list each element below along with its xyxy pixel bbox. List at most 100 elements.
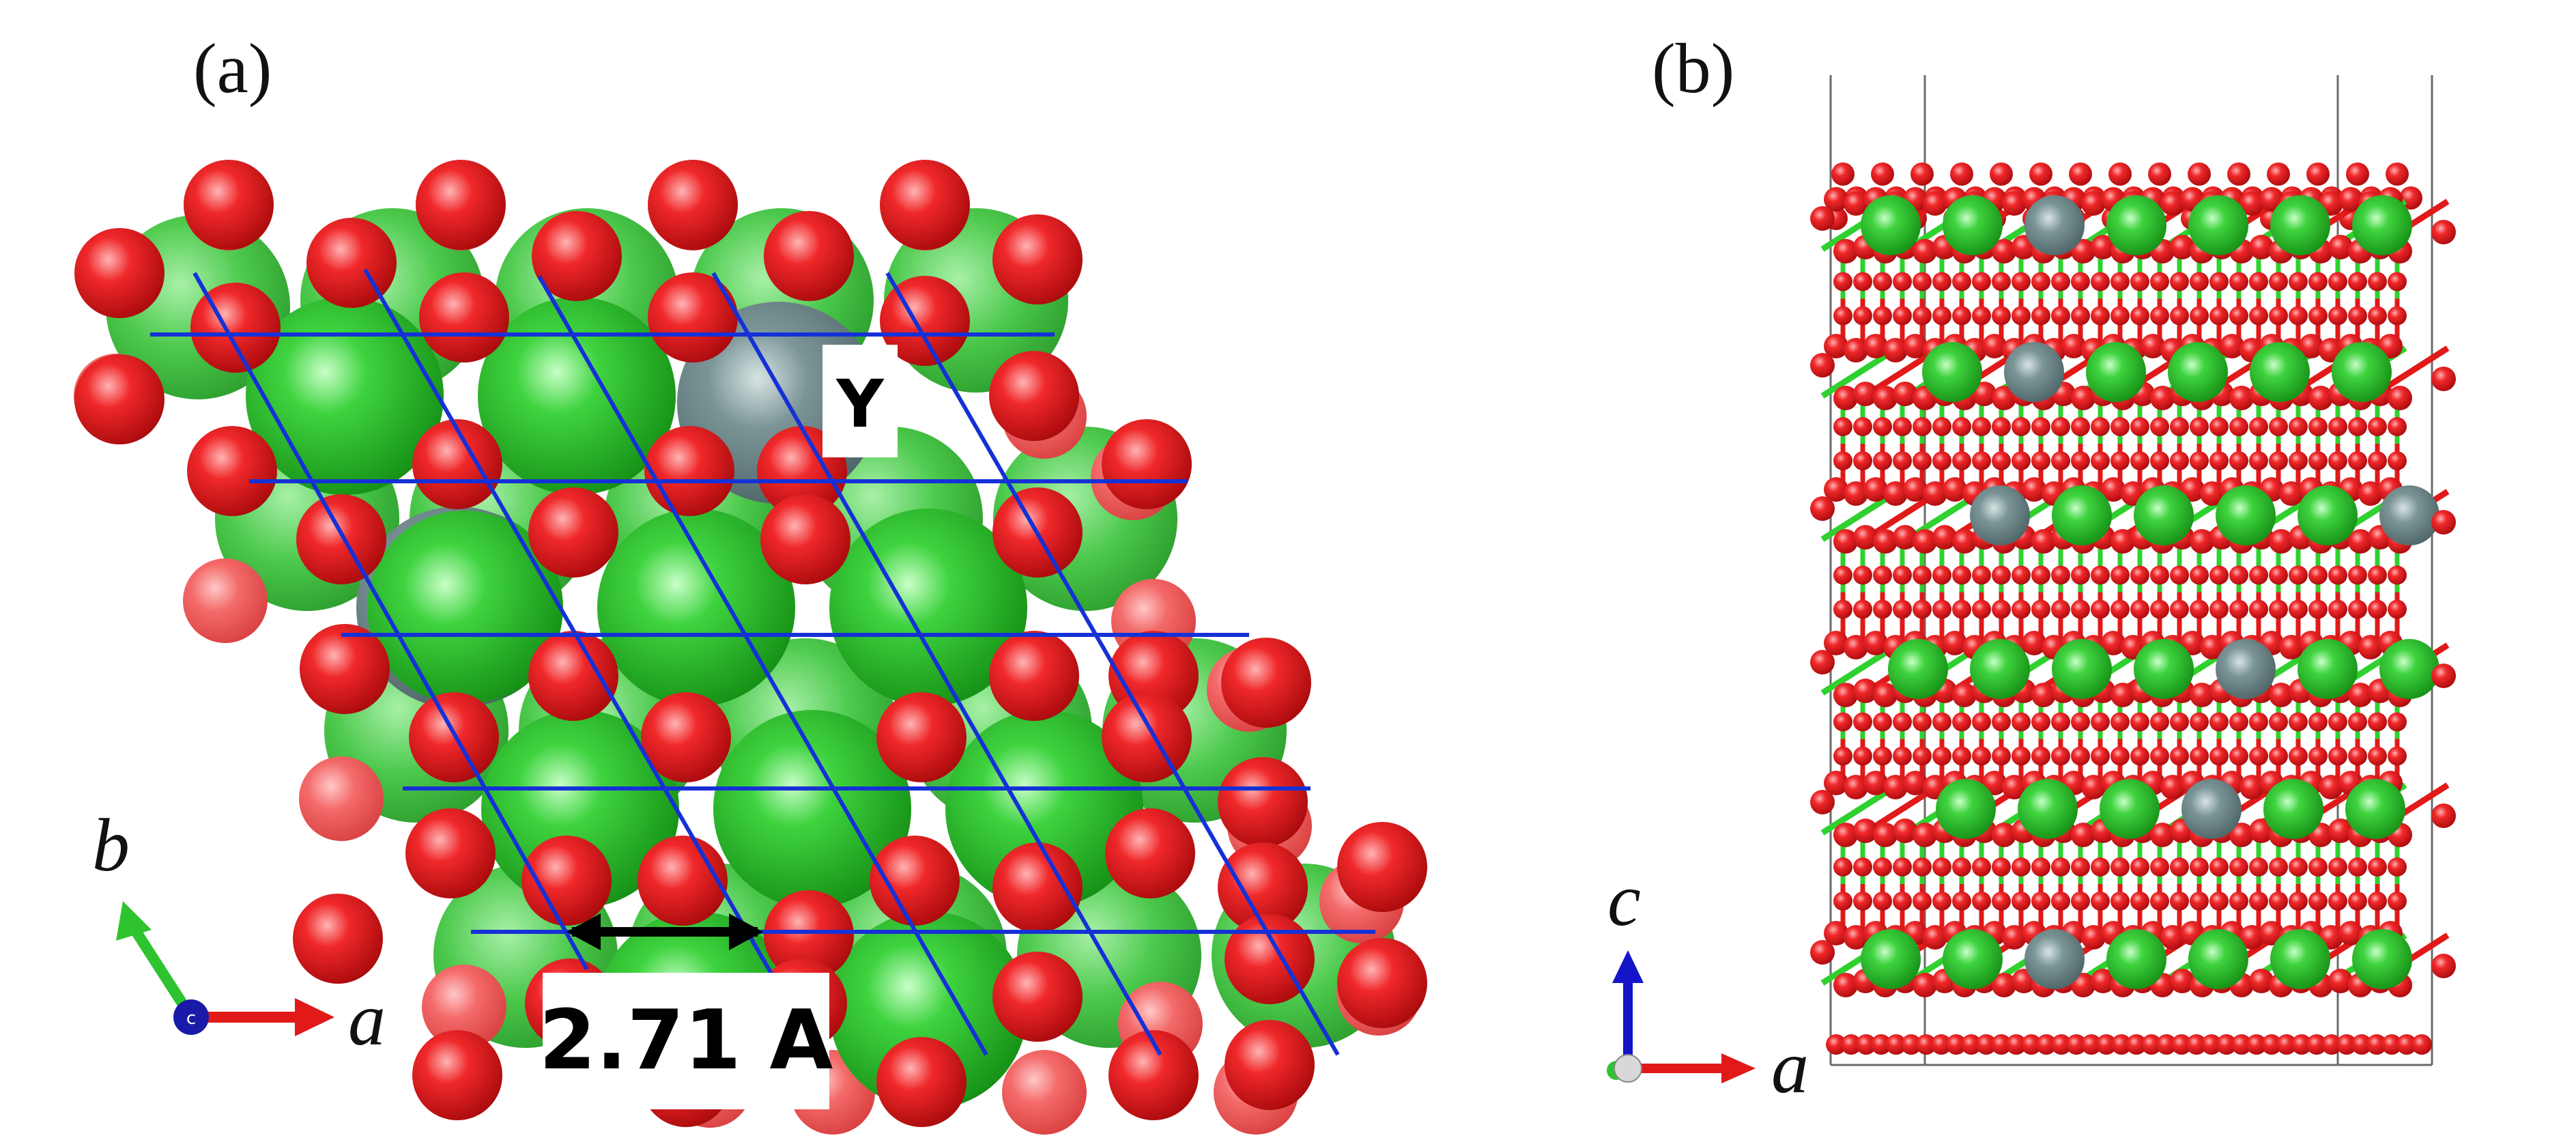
bridging-oxygen-atom — [2368, 451, 2387, 470]
bridging-oxygen-atom — [2170, 451, 2189, 470]
oxygen-atom — [2261, 1034, 2282, 1055]
bridging-oxygen-atom — [2091, 746, 2110, 766]
bridging-oxygen-atom — [1913, 417, 1932, 436]
oxygen-atom — [1824, 477, 1848, 502]
metal-atom — [2345, 779, 2405, 839]
oxygen-atom — [293, 894, 383, 984]
bridging-oxygen-atom — [1913, 451, 1932, 470]
oxygen-atom — [2148, 162, 2171, 186]
bridging-oxygen-atom — [2012, 746, 2031, 766]
bridging-oxygen-atom — [2130, 599, 2149, 619]
bridging-oxygen-atom — [2269, 746, 2288, 766]
oxygen-atom — [1913, 823, 1937, 847]
oxygen-atom — [1893, 819, 1917, 843]
bridging-oxygen-atom — [2209, 306, 2229, 326]
oxygen-atom — [1992, 973, 2016, 997]
metal-atom — [2134, 485, 2194, 545]
oxygen-atom — [641, 692, 731, 782]
panel-b-figure: (b) c a — [1607, 29, 2456, 1109]
bridging-oxygen-atom — [1833, 712, 1852, 732]
background-oxygen-atom — [183, 558, 268, 643]
bridging-oxygen-atom — [2170, 712, 2189, 732]
bridging-oxygen-atom — [2150, 599, 2169, 619]
oxygen-atom — [2231, 1034, 2252, 1055]
bridging-oxygen-atom — [2308, 892, 2328, 911]
bridging-oxygen-atom — [2150, 306, 2169, 326]
oxygen-atom — [2431, 367, 2456, 391]
bridging-oxygen-atom — [2091, 857, 2110, 877]
metal-atom — [2052, 485, 2112, 545]
bridging-oxygen-atom — [2308, 599, 2328, 619]
bridging-oxygen-atom — [2289, 746, 2308, 766]
bridging-oxygen-atom — [2209, 599, 2229, 619]
bridging-oxygen-atom — [1873, 417, 1892, 436]
bridging-oxygen-atom — [2130, 712, 2149, 732]
oxygen-atom — [1221, 638, 1311, 728]
bridging-oxygen-atom — [2328, 746, 2347, 766]
bridging-oxygen-atom — [2071, 712, 2090, 732]
oxygen-atom — [2188, 162, 2211, 186]
bridging-oxygen-atom — [2091, 712, 2110, 732]
bridging-oxygen-atom — [2110, 272, 2130, 291]
bridging-oxygen-atom — [1913, 306, 1932, 326]
bridging-oxygen-atom — [2289, 565, 2308, 585]
bridging-oxygen-atom — [2031, 712, 2050, 732]
bridging-oxygen-atom — [2289, 712, 2308, 732]
oxygen-atom — [2249, 819, 2274, 843]
oxygen-atom — [2156, 1034, 2177, 1055]
bridging-oxygen-atom — [1913, 272, 1932, 291]
oxygen-atom — [1833, 823, 1858, 847]
oxygen-atom — [184, 160, 274, 250]
bridging-oxygen-atom — [2269, 712, 2288, 732]
oxygen-atom — [880, 160, 970, 250]
bridging-oxygen-atom — [2170, 746, 2189, 766]
metal-atom — [2216, 485, 2276, 545]
grid-line-diagonal — [537, 275, 988, 1056]
bridging-oxygen-atom — [2051, 565, 2070, 585]
bridging-oxygen-atom — [1853, 892, 1872, 911]
oxygen-atom — [992, 952, 1083, 1042]
oxygen-atom — [1102, 419, 1192, 509]
bridging-oxygen-atom — [2289, 272, 2308, 291]
oxygen-atom — [2338, 921, 2363, 945]
bridging-oxygen-atom — [1952, 599, 1971, 619]
bridging-oxygen-atom — [2091, 451, 2110, 470]
bridging-oxygen-atom — [2269, 892, 2288, 911]
grid-line-diagonal — [885, 272, 1340, 1056]
oxygen-atom — [2216, 1034, 2237, 1055]
oxygen-atom — [1943, 631, 1967, 655]
oxygen-atom — [1810, 353, 1835, 378]
bridging-oxygen-atom — [2368, 857, 2387, 877]
bridging-oxygen-atom — [1932, 451, 1951, 470]
bridging-oxygen-atom — [2150, 892, 2169, 911]
bridging-oxygen-atom — [2249, 857, 2268, 877]
oxygen-atom — [74, 228, 164, 318]
bridging-oxygen-atom — [2012, 857, 2031, 877]
oxygen-atom — [1833, 386, 1858, 410]
distance-arrow-left-head — [567, 913, 601, 950]
oxygen-atom — [2081, 925, 2106, 950]
bridging-oxygen-atom — [2051, 712, 2070, 732]
oxygen-atom — [2220, 334, 2244, 358]
bridging-oxygen-atom — [2091, 272, 2110, 291]
oxygen-atom — [1873, 823, 1898, 847]
oxygen-atom — [2239, 191, 2264, 216]
bridging-oxygen-atom — [1833, 451, 1852, 470]
oxygen-atom — [1108, 1030, 1199, 1120]
oxygen-atom — [1913, 239, 1937, 264]
bridging-oxygen-atom — [1833, 272, 1852, 291]
bridging-oxygen-atom — [2388, 272, 2407, 291]
bridging-oxygen-atom — [2328, 892, 2347, 911]
bridging-oxygen-atom — [2150, 712, 2169, 732]
oxygen-atom — [2171, 1034, 2192, 1055]
bridging-oxygen-atom — [2071, 746, 2090, 766]
bridging-oxygen-atom — [2308, 306, 2328, 326]
bridging-oxygen-atom — [2190, 272, 2209, 291]
oxygen-atom — [2061, 334, 2086, 358]
bridging-oxygen-atom — [1972, 746, 1991, 766]
oxygen-atom — [2141, 334, 2165, 358]
metal-atom — [1943, 929, 2003, 989]
metal-atom — [945, 710, 1143, 908]
bridging-oxygen-atom — [2031, 857, 2050, 877]
bridging-oxygen-atom — [1853, 306, 1872, 326]
